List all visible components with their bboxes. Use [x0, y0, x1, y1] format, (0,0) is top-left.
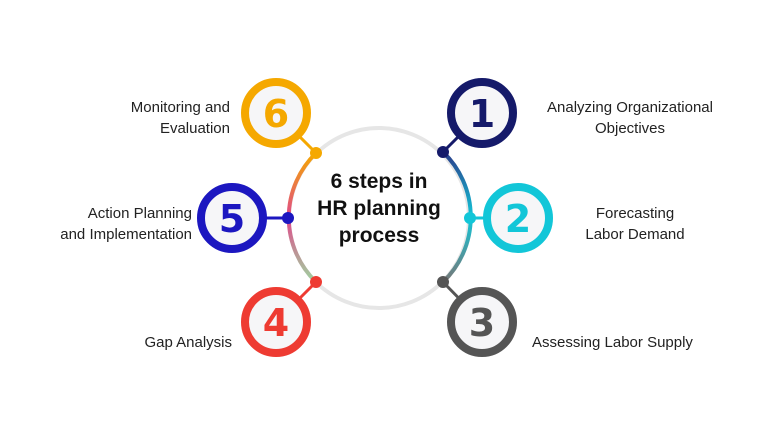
step-6-label: Monitoring and Evaluation — [40, 97, 230, 139]
number-circle — [241, 78, 311, 148]
step-3-label-line: Assessing Labor Supply — [532, 334, 693, 351]
connector-dot — [437, 276, 449, 288]
step-5-label: Action Planning and Implementation — [20, 203, 192, 245]
step-number: 6 — [263, 92, 289, 136]
step-2-label-line: Labor Demand — [585, 226, 685, 243]
center-title-line: 6 steps in — [330, 170, 428, 193]
step-5-label-line: Action Planning — [87, 205, 192, 222]
step-4-badge: 4 — [241, 276, 322, 357]
number-circle — [241, 287, 311, 357]
step-2-label-line: Forecasting — [595, 205, 675, 222]
center-title-line: HR planning — [317, 197, 441, 220]
number-circle — [197, 183, 267, 253]
step-4-label: Gap Analysis — [60, 332, 232, 353]
step-3-badge: 3 — [437, 276, 517, 357]
connector-dot — [437, 146, 449, 158]
step-6-badge: 6 — [241, 78, 322, 159]
step-number: 5 — [219, 197, 245, 241]
step-number: 2 — [505, 197, 531, 241]
connector-dot — [464, 212, 476, 224]
step-1-label: Analyzing Organizational Objectives — [525, 97, 735, 139]
step-1-label-line: Objectives — [594, 120, 666, 137]
connector-dot — [282, 212, 294, 224]
step-5-label-line: and Implementation — [60, 226, 192, 243]
step-1-badge: 1 — [437, 78, 517, 158]
connector-dot — [310, 147, 322, 159]
center-title-line: process — [338, 224, 420, 247]
number-circle — [483, 183, 553, 253]
step-number: 1 — [469, 92, 495, 136]
step-5-badge: 5 — [197, 183, 294, 253]
center-title: 6 steps in HR planning process — [309, 168, 449, 249]
number-circle — [447, 287, 517, 357]
step-number: 3 — [469, 301, 495, 345]
step-number: 4 — [263, 301, 289, 345]
step-6-label-line: Monitoring and — [130, 99, 230, 116]
step-4-label-line: Gap Analysis — [144, 334, 232, 351]
step-2-badge: 2 — [464, 183, 553, 253]
step-6-label-line: Evaluation — [159, 120, 230, 137]
connector-dot — [310, 276, 322, 288]
step-2-label: Forecasting Labor Demand — [570, 203, 700, 245]
number-circle — [447, 78, 517, 148]
step-1-label-line: Analyzing Organizational — [547, 99, 713, 116]
step-3-label: Assessing Labor Supply — [532, 332, 752, 353]
